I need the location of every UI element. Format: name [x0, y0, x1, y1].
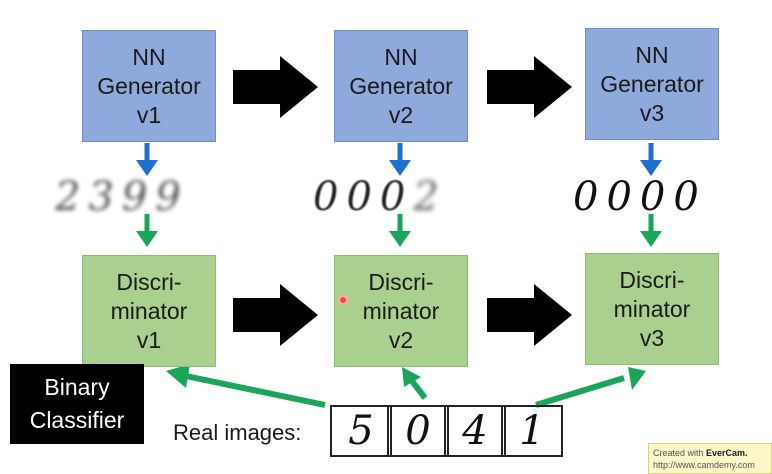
generator-v1-line1: NN	[132, 43, 166, 70]
binary-classifier-label: Binary Classifier	[10, 364, 144, 444]
blue-arrowhead-2	[389, 160, 411, 176]
watermark-url: http://www.camdemy.com	[653, 460, 755, 470]
sample-v1-digit: 9	[121, 174, 150, 220]
real-image-digit: 0	[387, 405, 449, 457]
sample-v2-digit: 0	[379, 174, 408, 220]
discriminator-v2-box: Discri- minator v2	[334, 255, 468, 367]
discriminator-v2-line1: Discri-	[368, 268, 434, 295]
blue-arrowhead-1	[136, 160, 158, 176]
generated-samples-v1: 2 3 9 9	[55, 174, 183, 220]
sample-v3-digit: 0	[639, 174, 668, 220]
sample-v3-digit: 0	[673, 174, 701, 220]
generated-samples-v2: 0 0 0 2	[313, 174, 441, 220]
evercam-watermark[interactable]: Created with EverCam. http://www.camdemy…	[648, 443, 772, 474]
generator-v1-box: NN Generator v1	[82, 30, 216, 142]
green-arrowhead-3	[640, 231, 662, 247]
generator-v1-line2: Generator	[97, 72, 201, 99]
green-arrowhead-real-to-v2	[402, 367, 421, 387]
real-image-digit: 4	[444, 405, 506, 457]
real-image-digit: 5	[330, 405, 392, 457]
generator-v3-line2: Generator	[600, 70, 704, 97]
discriminator-v2-line3: v2	[388, 326, 414, 353]
generator-v2-line3: v2	[388, 101, 414, 128]
green-arrowhead-2	[389, 231, 411, 247]
discriminator-v1-line2: minator	[110, 297, 188, 324]
green-arrow-real-to-v2	[409, 379, 428, 400]
big-arrow-gen-1-2	[233, 56, 318, 118]
generator-v2-line1: NN	[384, 43, 418, 70]
green-arrow-real-to-v1	[185, 373, 326, 408]
discriminator-v3-box: Discri- minator v3	[585, 253, 719, 365]
sample-v1-digit: 3	[88, 174, 116, 220]
pointer-dot	[338, 295, 348, 305]
discriminator-v1-line3: v1	[136, 326, 162, 353]
sample-v2-digit: 2	[413, 174, 441, 220]
generator-v3-box: NN Generator v3	[585, 28, 719, 140]
discriminator-v3-line1: Discri-	[619, 266, 685, 293]
sample-v1-digit: 2	[55, 174, 83, 220]
sample-v2-digit: 0	[313, 174, 341, 220]
watermark-brand: EverCam.	[706, 448, 748, 458]
generator-v1-line3: v1	[136, 101, 162, 128]
green-arrow-real-to-v3	[535, 375, 625, 408]
real-images-label: Real images:	[173, 420, 302, 445]
big-arrow-gen-2-3	[487, 56, 572, 118]
binary-classifier-line2: Classifier	[29, 407, 125, 433]
watermark-prefix: Created with	[653, 448, 707, 458]
sample-v2-digit: 0	[346, 174, 374, 220]
discriminator-v3-line2: minator	[613, 295, 691, 322]
sample-v1-digit: 9	[155, 174, 183, 220]
green-arrowhead-1	[136, 231, 158, 247]
generator-v2-box: NN Generator v2	[334, 30, 468, 142]
generated-samples-v3: 0 0 0 0	[573, 174, 701, 220]
green-arrowhead-real-to-v3	[628, 367, 646, 390]
discriminator-v3-line3: v3	[639, 324, 665, 351]
big-arrow-disc-1-2	[233, 284, 318, 346]
discriminator-v2-line2: minator	[362, 297, 440, 324]
real-image-digit: 1	[501, 405, 563, 457]
blue-arrowhead-3	[640, 160, 662, 176]
binary-classifier-line1: Binary	[44, 374, 110, 400]
sample-v3-digit: 0	[573, 174, 601, 220]
sample-v3-digit: 0	[606, 174, 634, 220]
discriminator-v1-line1: Discri-	[116, 268, 182, 295]
green-arrowhead-real-to-v1	[166, 364, 190, 388]
generator-v2-line2: Generator	[349, 72, 453, 99]
big-arrow-disc-2-3	[487, 284, 572, 346]
discriminator-v1-box: Discri- minator v1	[82, 255, 216, 367]
generator-v3-line1: NN	[635, 41, 669, 68]
generator-v3-line3: v3	[639, 99, 665, 126]
